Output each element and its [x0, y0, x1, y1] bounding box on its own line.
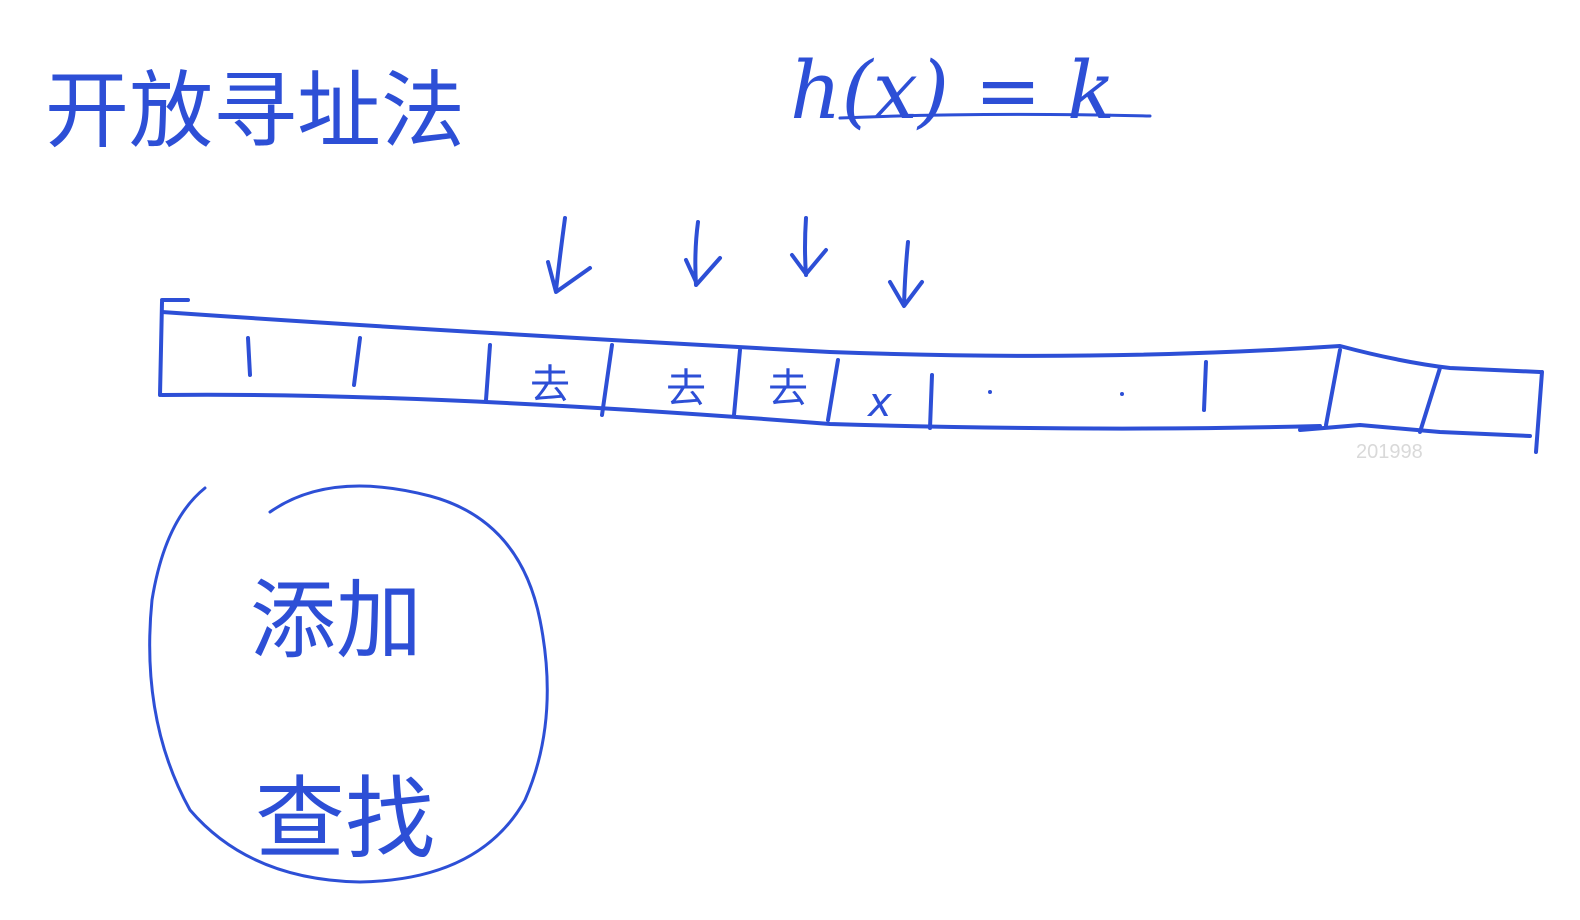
table-tail-bottom	[1298, 423, 1532, 438]
cell-mark-deleted: 去	[666, 366, 706, 412]
cell-divider	[1418, 366, 1442, 434]
cell-mark-target: x	[866, 380, 892, 426]
cell-divider	[826, 358, 840, 422]
down-arrow-icon	[684, 220, 722, 287]
circle-outline	[148, 484, 549, 884]
operations-circle: 添加 查找	[148, 484, 549, 884]
cell-divider	[1324, 348, 1342, 427]
cell-mark-deleted: 去	[768, 366, 808, 412]
diagram-title: 开放寻址法	[45, 62, 465, 160]
down-arrow-icon	[790, 216, 828, 277]
cell-divider	[928, 373, 934, 430]
cell-divider	[352, 336, 362, 387]
hash-formula: h(x) = k	[790, 44, 1115, 137]
cell-divider	[1202, 360, 1208, 412]
table-top-edge	[160, 310, 1542, 374]
cell-mark-deleted: 去	[530, 362, 570, 408]
down-arrow-icon	[546, 216, 592, 294]
down-arrow-icon	[888, 240, 924, 308]
cell-divider	[732, 348, 742, 417]
hash-table-array: 去 去 去 x	[158, 298, 1544, 454]
watermark-text: 201998	[1356, 441, 1423, 463]
cell-divider	[600, 343, 614, 417]
table-bottom-edge	[160, 392, 1322, 431]
table-right-edge	[1534, 370, 1544, 454]
cell-dot	[1120, 392, 1124, 396]
operation-find: 查找	[255, 767, 435, 872]
table-left-edge	[158, 300, 164, 397]
cell-divider	[246, 336, 252, 377]
operation-add: 添加	[250, 571, 422, 671]
cell-dot	[988, 390, 992, 394]
formula-underline-stroke	[838, 112, 1152, 120]
probe-arrows	[546, 216, 924, 308]
cell-divider	[484, 343, 492, 402]
